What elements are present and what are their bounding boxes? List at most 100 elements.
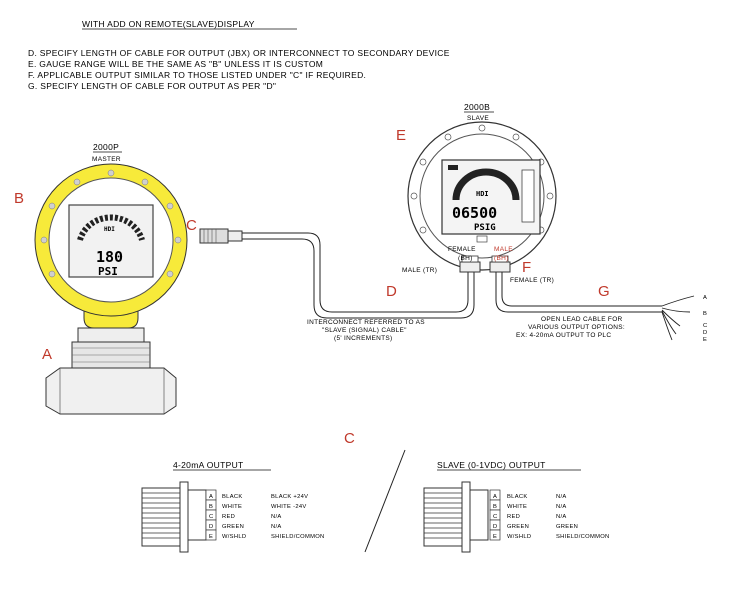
connector-4-20-body: [141, 487, 181, 547]
open-lead-label-2: VARIOUS OUTPUT OPTIONS:: [528, 324, 625, 331]
interconnect-label-2: "SLAVE (SIGNAL) CABLE": [322, 327, 407, 334]
male-bh-sub: (BH): [494, 255, 509, 262]
female-bh-sub: (BH): [458, 255, 473, 262]
callout-c-outputs: C: [344, 430, 355, 447]
slave-bolts: [410, 124, 554, 234]
pin-4-20-e: E: [209, 534, 213, 540]
note-g: G. SPECIFY LENGTH OF CABLE FOR OUTPUT AS…: [28, 81, 276, 91]
pin-slave-d: D: [493, 524, 498, 530]
signal-4-20-b: WHITE -24V: [271, 504, 307, 510]
lead-letter-b: B: [703, 311, 707, 317]
wire-slave-c: RED: [507, 514, 520, 520]
master-hex-nut: [77, 327, 145, 343]
slave-dial-arc: [452, 168, 520, 201]
callout-g: G: [598, 283, 610, 300]
signal-4-20-c: N/A: [271, 514, 282, 520]
output-4-20-section: 4-20mA OUTPUT A B C D E BLACK WHITE RED …: [141, 460, 325, 553]
note-d: D. SPECIFY LENGTH OF CABLE FOR OUTPUT (J…: [28, 48, 450, 58]
output-4-20-title: 4-20mA OUTPUT: [173, 460, 244, 470]
slave-brand: HDI: [476, 190, 489, 198]
master-brand: HDI: [104, 226, 115, 233]
pin-slave-b: B: [493, 504, 497, 510]
output-slave-section: SLAVE (0-1VDC) OUTPUT A B C D E BLACK WH…: [423, 460, 610, 553]
slave-model: 2000B: [464, 102, 490, 112]
callout-f: F: [522, 259, 531, 276]
female-bh-label: FEMALE: [448, 246, 476, 253]
pin-4-20-c: C: [209, 514, 214, 520]
callout-e: E: [396, 127, 406, 144]
lead-letter-e: E: [703, 337, 707, 343]
callout-d: D: [386, 283, 397, 300]
open-lead-cable-lower: [501, 272, 662, 307]
slave-role: SLAVE: [467, 115, 489, 122]
pin-4-20-a: A: [209, 494, 213, 500]
connector-4-20-plug: [187, 489, 207, 541]
diagram-title: WITH ADD ON REMOTE(SLAVE)DISPLAY: [82, 19, 255, 29]
open-lead-label-1: OPEN LEAD CABLE FOR: [541, 316, 623, 323]
pin-slave-e: E: [493, 534, 497, 540]
interconnect-cable-lower: [242, 238, 475, 319]
slave-battery-icon: [448, 165, 458, 170]
wire-slave-e: W/SHLD: [507, 534, 531, 540]
wire-4-20-e: W/SHLD: [222, 534, 246, 540]
master-unit: PSI: [98, 265, 118, 278]
pin-slave-a: A: [493, 494, 497, 500]
note-f: F. APPLICABLE OUTPUT SIMILAR TO THOSE LI…: [28, 70, 366, 80]
slave-unit: PSIG: [474, 223, 496, 233]
interconnect-cable-upper: [242, 232, 469, 313]
wire-4-20-d: GREEN: [222, 524, 244, 530]
master-union-nut: [45, 367, 177, 415]
master-model: 2000P: [93, 142, 119, 152]
master-cable-connector: [199, 228, 243, 244]
open-lead-wires: [661, 295, 695, 341]
lead-letter-d: D: [703, 330, 708, 336]
signal-slave-b: N/A: [556, 504, 567, 510]
output-slave-title: SLAVE (0-1VDC) OUTPUT: [437, 460, 546, 470]
master-reading: 180: [96, 248, 123, 266]
connector-slave-body: [423, 487, 463, 547]
wire-4-20-a: BLACK: [222, 494, 243, 500]
interconnect-label-3: (5' INCREMENTS): [334, 335, 392, 342]
master-gauge: 2000P MASTER HDI 180 PSI: [34, 142, 188, 415]
signal-4-20-e: SHIELD/COMMON: [271, 534, 325, 540]
master-bolts: [40, 169, 182, 278]
lead-letter-a: A: [703, 295, 707, 301]
female-tr-label: FEMALE (TR): [510, 277, 554, 284]
open-lead-label-3: EX: 4-20mA OUTPUT TO PLC: [516, 332, 611, 339]
slave-mode-buttons: [521, 169, 535, 223]
interconnect-label-1: INTERCONNECT REFERRED TO AS: [307, 319, 425, 326]
pin-4-20-b: B: [209, 504, 213, 510]
section-divider: [364, 449, 406, 553]
signal-slave-d: GREEN: [556, 524, 578, 530]
connector-slave-flange: [461, 481, 471, 553]
wire-slave-a: BLACK: [507, 494, 528, 500]
wire-slave-d: GREEN: [507, 524, 529, 530]
master-dial-arc: [77, 214, 145, 241]
note-e: E. GAUGE RANGE WILL BE THE SAME AS "B" U…: [28, 59, 323, 69]
pin-4-20-d: D: [209, 524, 214, 530]
connector-slave-plug: [469, 489, 489, 541]
callout-b: B: [14, 190, 24, 207]
wire-slave-b: WHITE: [507, 504, 527, 510]
male-tr-label: MALE (TR): [402, 267, 437, 274]
signal-slave-a: N/A: [556, 494, 567, 500]
wire-4-20-b: WHITE: [222, 504, 242, 510]
lead-letter-c: C: [703, 323, 708, 329]
wire-4-20-c: RED: [222, 514, 235, 520]
master-role: MASTER: [92, 156, 121, 163]
connector-4-20-flange: [179, 481, 189, 553]
callout-c: C: [186, 217, 197, 234]
slave-bh-connectors: [459, 255, 511, 273]
slave-reading: 06500: [452, 204, 497, 222]
slave-power-button: [476, 235, 488, 243]
signal-4-20-a: BLACK +24V: [271, 494, 308, 500]
pin-slave-c: C: [493, 514, 498, 520]
signal-4-20-d: N/A: [271, 524, 282, 530]
slave-display: 2000B SLAVE HDI 06500 PSIG: [407, 102, 557, 271]
open-lead-cable-upper: [495, 272, 662, 313]
signal-slave-e: SHIELD/COMMON: [556, 534, 610, 540]
signal-slave-c: N/A: [556, 514, 567, 520]
callout-a: A: [42, 346, 52, 363]
male-bh-label: MALE: [494, 246, 513, 253]
